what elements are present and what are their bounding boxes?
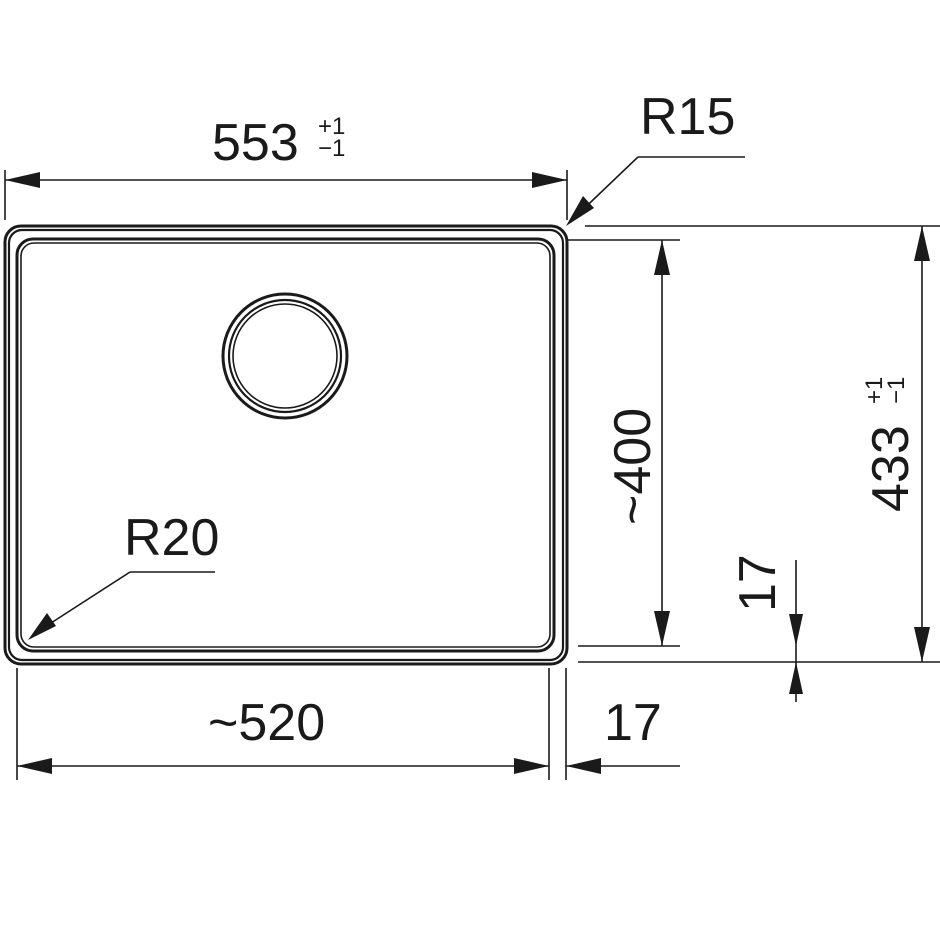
leader-r15: R15: [566, 88, 745, 226]
leader-r20: R20: [28, 509, 219, 640]
dimension-outer-width: 553 +1 −1: [4, 113, 568, 220]
outer-depth-tol-minus: −1: [883, 377, 910, 404]
dimension-outer-depth: 433 +1 −1: [585, 225, 940, 663]
inner-depth-value: ~400: [604, 408, 662, 525]
dimension-inner-width: ~520: [16, 668, 550, 780]
outer-width-tol-minus: −1: [318, 135, 345, 162]
rim-bottom-value: 17: [729, 554, 787, 612]
outer-width-value: 553: [212, 114, 299, 172]
drain-icon: [221, 292, 349, 420]
outer-depth-value: 433: [862, 425, 920, 512]
sink-outline: [3, 224, 569, 666]
inner-width-value: ~520: [208, 694, 325, 752]
sink-bowl: [15, 237, 556, 653]
sink-inner-rim: [7, 228, 565, 662]
rim-side-value: 17: [604, 694, 662, 752]
r15-label: R15: [640, 88, 735, 146]
outer-width-tol-plus: +1: [318, 113, 345, 140]
dimension-rim-bottom: 17: [578, 554, 808, 702]
r20-label: R20: [124, 509, 219, 567]
sink-outer-rim: [3, 224, 569, 666]
outer-depth-tol-plus: +1: [861, 377, 888, 404]
dimension-inner-depth: ~400: [566, 239, 680, 647]
dimension-rim-side: 17: [565, 668, 680, 780]
sink-bowl-inner: [20, 242, 551, 648]
